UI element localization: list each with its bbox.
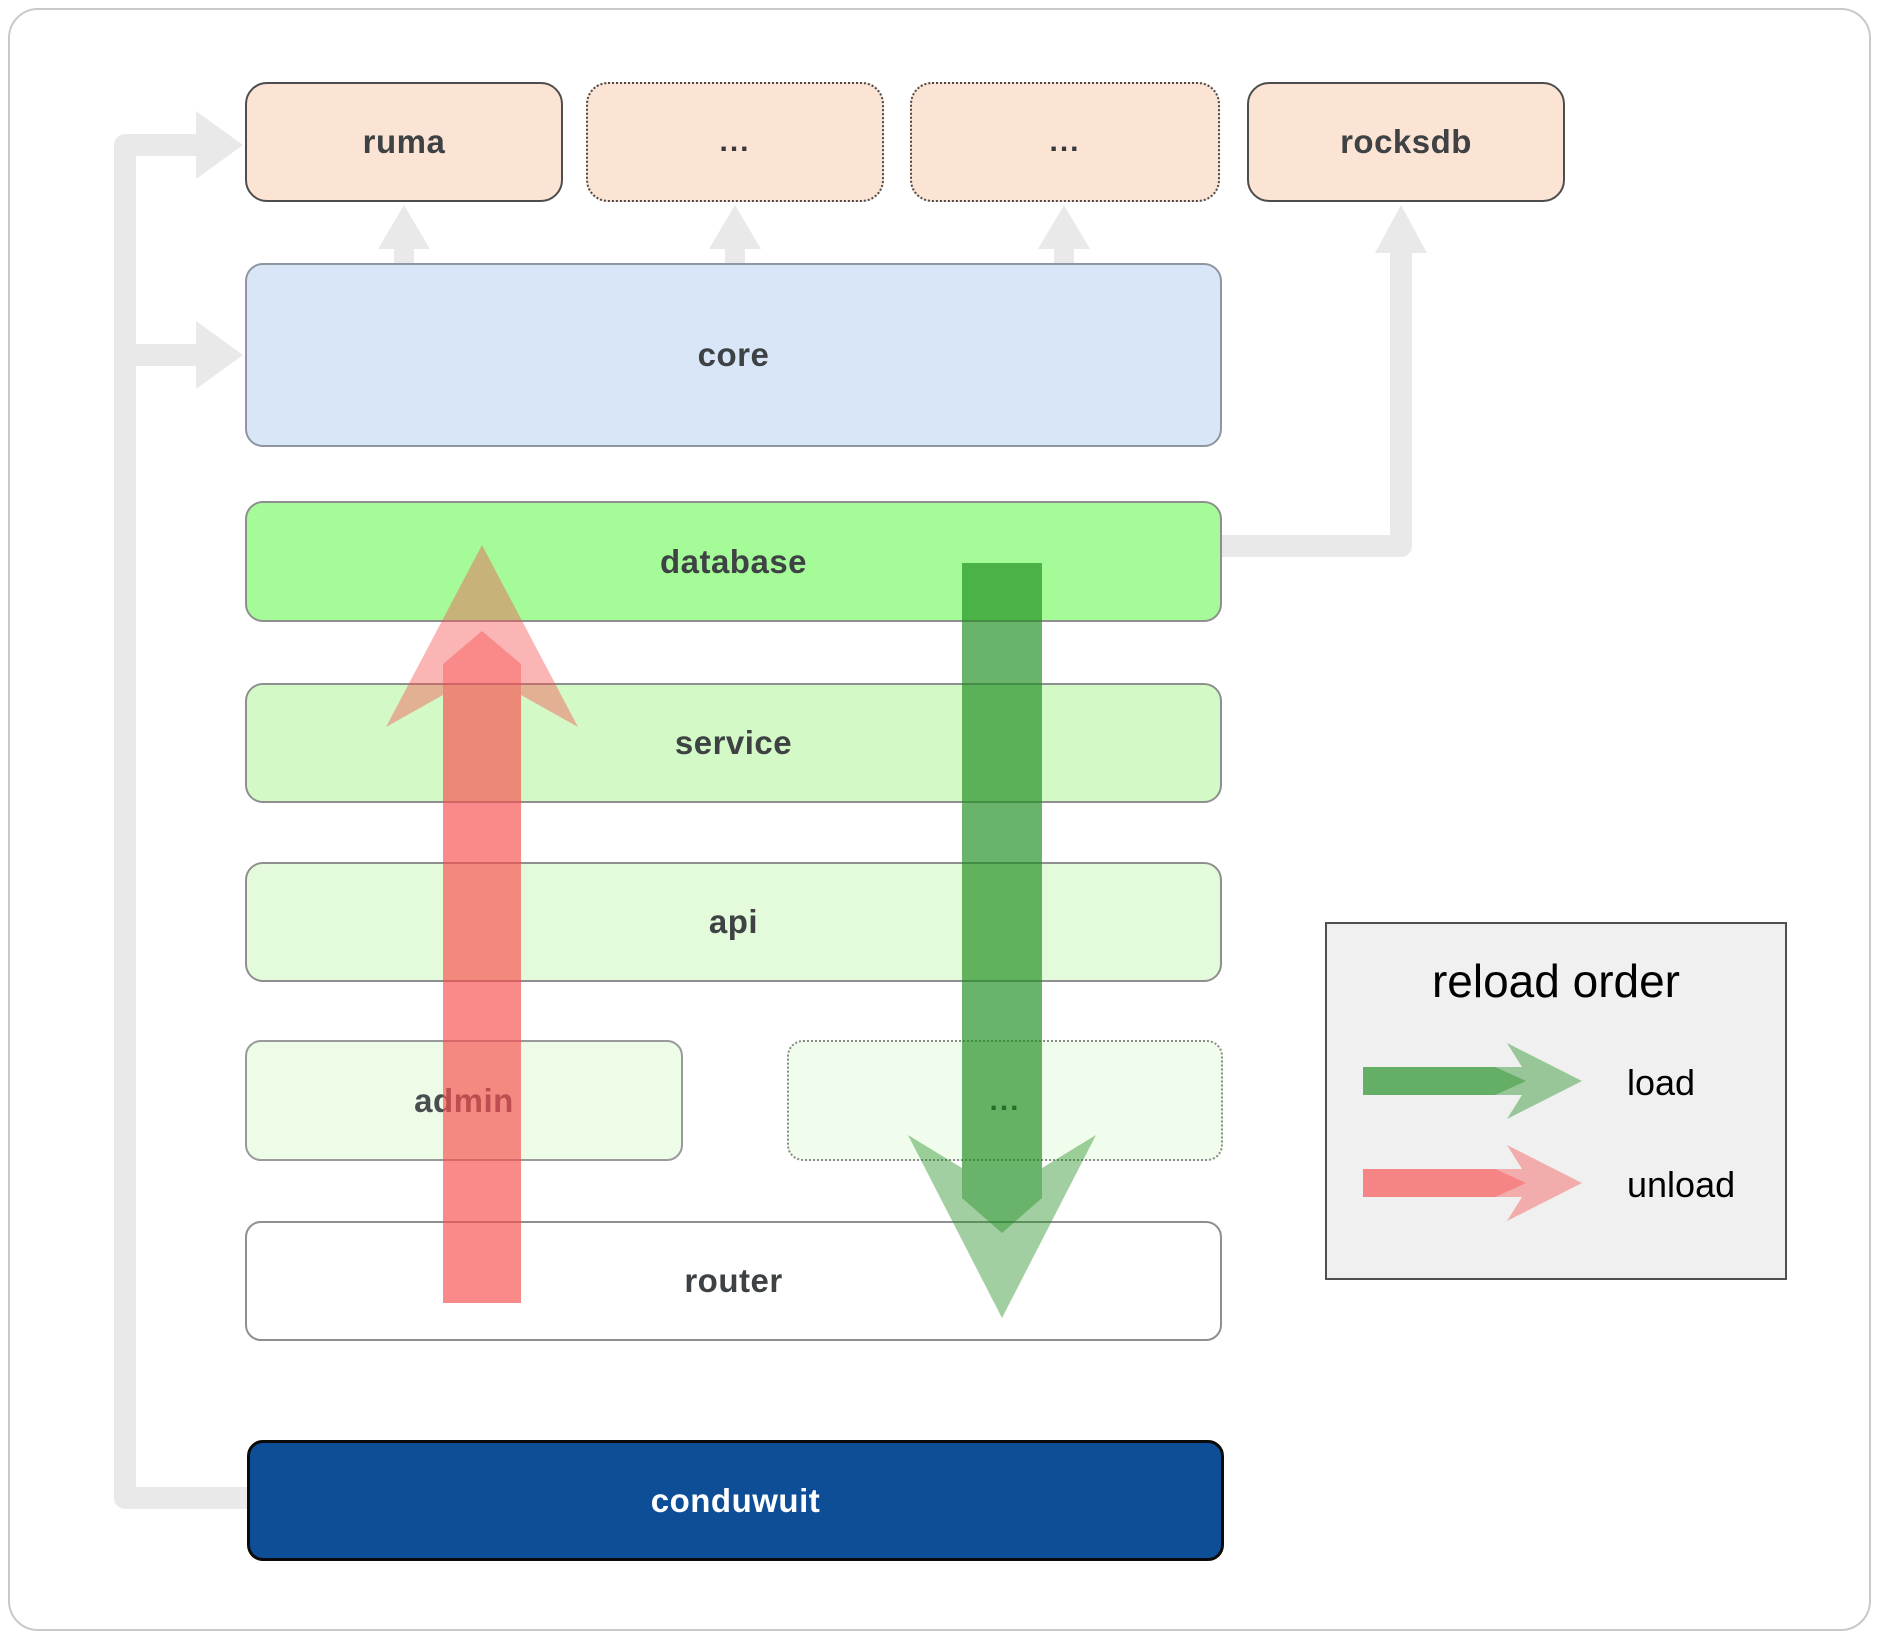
box-core: core	[245, 263, 1222, 447]
box-module-ellipsis-1-label: ...	[719, 125, 751, 158]
box-ruma: ruma	[245, 82, 563, 202]
box-conduwuit-label: conduwuit	[650, 1481, 821, 1519]
box-database-label: database	[659, 542, 808, 580]
box-module-ellipsis-1: ...	[586, 82, 884, 202]
box-admin-label: admin	[414, 1081, 514, 1119]
legend-load-label: load	[1627, 1062, 1696, 1103]
box-router-label: router	[684, 1262, 783, 1299]
box-rocksdb: rocksdb	[1247, 82, 1565, 202]
box-api-label: api	[708, 903, 759, 940]
box-module-ellipsis-2: ...	[910, 82, 1220, 202]
box-database: database	[245, 501, 1222, 622]
diagram-outer-frame	[8, 8, 1871, 1631]
box-conduwuit: conduwuit	[247, 1440, 1224, 1561]
box-router: router	[245, 1221, 1222, 1341]
box-service-ellipsis: ...	[787, 1040, 1223, 1161]
box-service-ellipsis-label: ...	[989, 1083, 1021, 1117]
legend-unload-label: unload	[1627, 1164, 1736, 1205]
box-service-label: service	[674, 724, 793, 761]
box-core-label: core	[697, 336, 770, 373]
legend-title: reload order	[1431, 955, 1681, 1007]
box-rocksdb-label: rocksdb	[1340, 123, 1472, 160]
box-service: service	[245, 683, 1222, 803]
box-module-ellipsis-2-label: ...	[1049, 125, 1081, 158]
box-api: api	[245, 862, 1222, 982]
legend-panel: reload order load unload	[1325, 922, 1787, 1280]
box-admin: admin	[245, 1040, 683, 1161]
box-ruma-label: ruma	[362, 123, 446, 160]
